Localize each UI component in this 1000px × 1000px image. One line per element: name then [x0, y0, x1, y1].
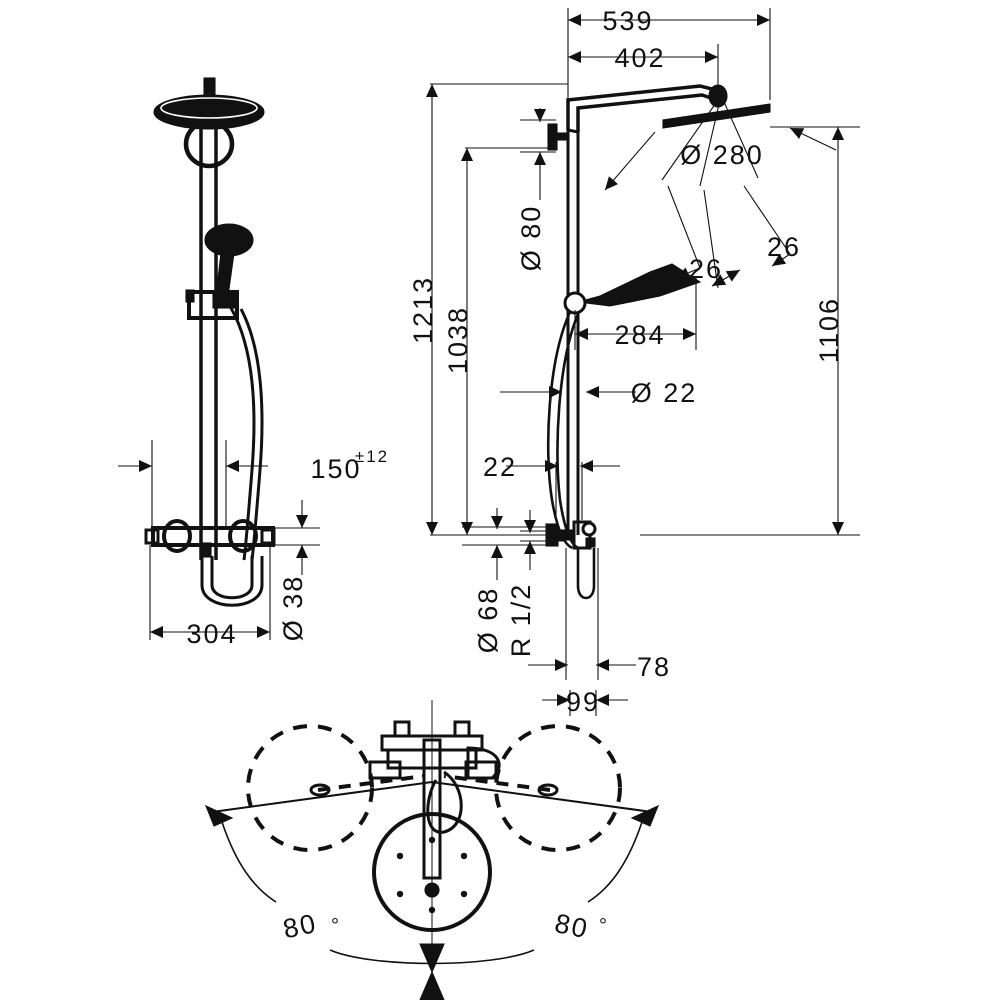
- dimension-284: [574, 276, 697, 350]
- dimension-304: [149, 545, 271, 640]
- dimension-label-80dia: Ø 80: [516, 205, 546, 272]
- dimension-label-r12: R 1/2: [506, 583, 536, 658]
- dimension-150: [118, 440, 268, 530]
- dimension-label-539: 539: [602, 6, 653, 36]
- dimension-1213: [426, 83, 568, 536]
- front-elevation-view: [118, 77, 320, 640]
- dimension-label-22: 22: [483, 452, 517, 482]
- dimension-label-1106: 1106: [814, 297, 844, 363]
- dimension-78: [528, 548, 636, 680]
- angle-unit-right: °: [599, 915, 609, 937]
- dimension-label-402: 402: [614, 43, 665, 73]
- dimension-80: [520, 108, 556, 200]
- hand-shower-front: [204, 223, 254, 309]
- dimension-label-99: 99: [566, 687, 600, 717]
- riser-pipe-front: [199, 120, 218, 560]
- base-disc-plan: [372, 700, 492, 985]
- dimension-22: [506, 460, 620, 520]
- dimension-label-150: 150: [310, 454, 361, 484]
- dimension-label-78: 78: [637, 652, 671, 682]
- swing-circle-right: [494, 724, 622, 852]
- dimension-99: [542, 690, 628, 716]
- swing-circle-left: [246, 724, 374, 852]
- dimension-label-26a: 26: [689, 254, 723, 284]
- dimension-label-150-tolerance: ±12: [355, 447, 389, 466]
- dimension-label-304: 304: [186, 619, 237, 649]
- hose-loop-front: [200, 556, 264, 607]
- angle-label-left: 80: [280, 908, 320, 944]
- dimension-label-26b: 26: [767, 232, 801, 262]
- hand-shower-side: [563, 263, 702, 315]
- dimension-label-1038: 1038: [443, 306, 473, 374]
- shower-arm-side: [566, 84, 717, 134]
- wall-bracket-side: [547, 123, 570, 151]
- angle-unit-left: °: [331, 915, 341, 937]
- shower-hose-side: [546, 311, 580, 550]
- overhead-shower-side: [662, 84, 771, 129]
- dimension-r12: [520, 510, 566, 570]
- dimension-68: [462, 508, 556, 580]
- dimension-label-38: Ø 38: [278, 575, 308, 642]
- angle-label-right: 80: [552, 908, 592, 944]
- dimension-label-284: 284: [614, 320, 665, 350]
- plan-view: [204, 700, 660, 1000]
- dimension-label-68: Ø 68: [473, 587, 503, 654]
- dimension-1038: [461, 147, 548, 535]
- dimension-280: [604, 99, 837, 289]
- thermostat-body-front: [144, 519, 276, 558]
- overhead-shower-front: [153, 77, 265, 169]
- dimension-38: [270, 500, 320, 575]
- dimension-1106: [640, 126, 860, 536]
- side-elevation-view: [426, 8, 860, 716]
- dimension-label-22dia: Ø 22: [631, 378, 698, 408]
- fitting-plan: [368, 720, 501, 880]
- dimension-label-280: Ø 280: [680, 140, 764, 170]
- hose-outlet-side: [576, 548, 596, 600]
- dimension-label-1213: 1213: [408, 276, 438, 344]
